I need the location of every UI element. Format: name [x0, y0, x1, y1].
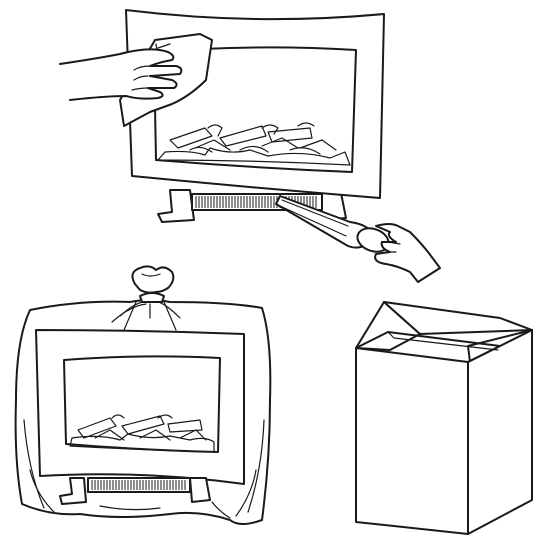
storage-box-panel [356, 302, 532, 534]
bagged-foot-right [190, 478, 210, 502]
box-side [468, 330, 532, 534]
fireplace-foot-left [158, 190, 194, 222]
bagged-fireplace-panel [16, 266, 271, 524]
cleaning-fireplace-panel [60, 10, 440, 282]
hand-with-vacuum-icon [375, 224, 440, 282]
box-front [356, 348, 468, 534]
bagged-heater-grille [88, 478, 190, 492]
